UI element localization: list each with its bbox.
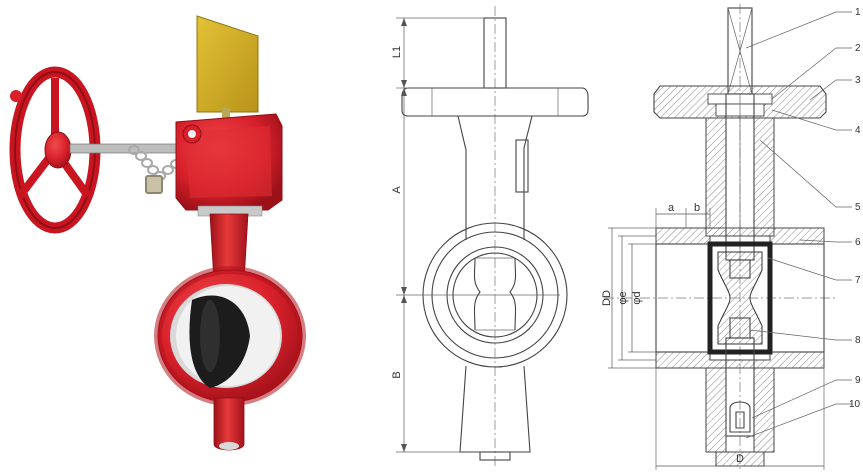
position-flag (196, 15, 259, 113)
dim-label-D: D (736, 453, 744, 465)
part-number-1: 1 (855, 7, 861, 18)
dim-label-DD: DD (601, 290, 613, 306)
part-number-10: 10 (849, 399, 861, 410)
dim-label-B: B (391, 371, 403, 378)
part-number-2: 2 (855, 43, 861, 54)
dim-label-L1: L1 (391, 46, 403, 58)
section-drawing: a b DD φe φd D 1 (601, 4, 861, 470)
dim-label-b: b (694, 202, 700, 214)
part-number-6: 6 (855, 237, 861, 248)
dim-label-d: φd (631, 291, 643, 304)
valve-photo (9, 15, 306, 451)
part-number-4: 4 (855, 125, 861, 136)
part-number-7: 7 (855, 275, 861, 286)
operator-shaft (69, 143, 183, 154)
part-number-5: 5 (855, 202, 861, 213)
outline-drawing: L1 A B (391, 6, 589, 468)
part-number-8: 8 (855, 335, 861, 346)
dim-label-a: a (668, 202, 675, 214)
dim-label-A: A (391, 186, 403, 194)
valve-body (154, 266, 306, 406)
part-number-9: 9 (855, 375, 861, 386)
dim-label-e: φe (617, 291, 629, 304)
part-callouts: 1 2 3 4 5 6 7 8 9 10 (745, 7, 861, 439)
part-number-3: 3 (855, 75, 861, 86)
